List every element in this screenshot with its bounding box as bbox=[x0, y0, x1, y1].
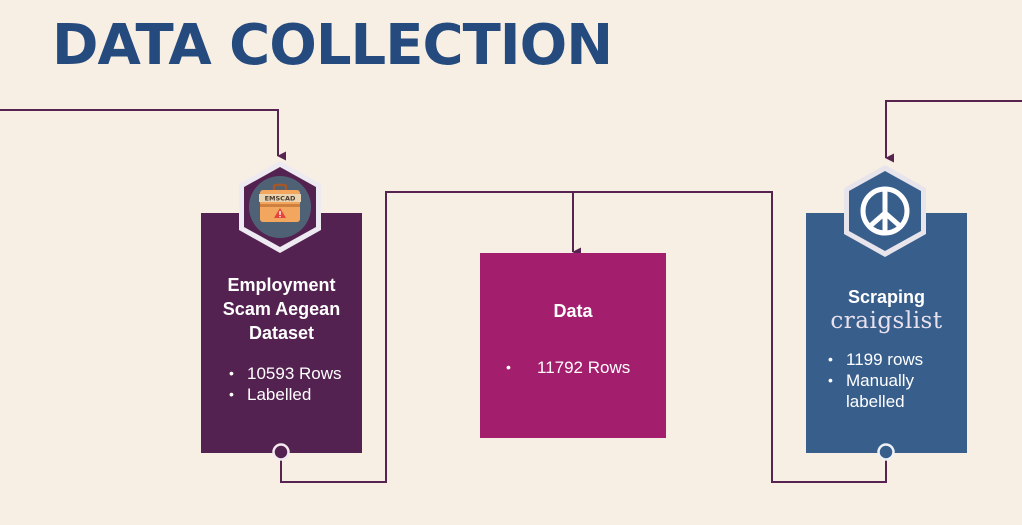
employment-dataset-heading: Employment Scam Aegean Dataset bbox=[222, 275, 341, 343]
briefcase-icon: EMSCAD bbox=[259, 183, 301, 222]
bullet-item: 10593 Rows bbox=[229, 363, 359, 384]
data-card-bullets: 11792 Rows bbox=[506, 357, 662, 378]
employment-dataset-card: Employment Scam Aegean Dataset 10593 Row… bbox=[201, 213, 362, 453]
bullet-item: Labelled bbox=[229, 384, 359, 405]
scraping-heading: Scraping bbox=[847, 287, 926, 307]
right-input-connector bbox=[885, 100, 1022, 163]
left-input-connector bbox=[0, 109, 287, 161]
peace-badge bbox=[844, 165, 926, 257]
data-card: Data 11792 Rows bbox=[480, 253, 666, 438]
craigslist-wordmark: craigslist bbox=[830, 308, 943, 334]
bullet-item: 11792 Rows bbox=[506, 357, 662, 378]
bullet-item: Manually labelled bbox=[828, 370, 963, 412]
peace-icon bbox=[860, 186, 910, 236]
svg-text:EMSCAD: EMSCAD bbox=[265, 195, 296, 203]
bullet-item: 1199 rows bbox=[828, 349, 963, 370]
data-card-heading: Data bbox=[553, 301, 593, 321]
page-title: DATA COLLECTION bbox=[52, 13, 613, 78]
employment-dataset-bullets: 10593 Rows Labelled bbox=[229, 363, 359, 405]
scraping-bullets: 1199 rows Manually labelled bbox=[828, 349, 963, 412]
emscad-badge: EMSCAD bbox=[239, 161, 321, 253]
merge-connector bbox=[280, 191, 887, 483]
